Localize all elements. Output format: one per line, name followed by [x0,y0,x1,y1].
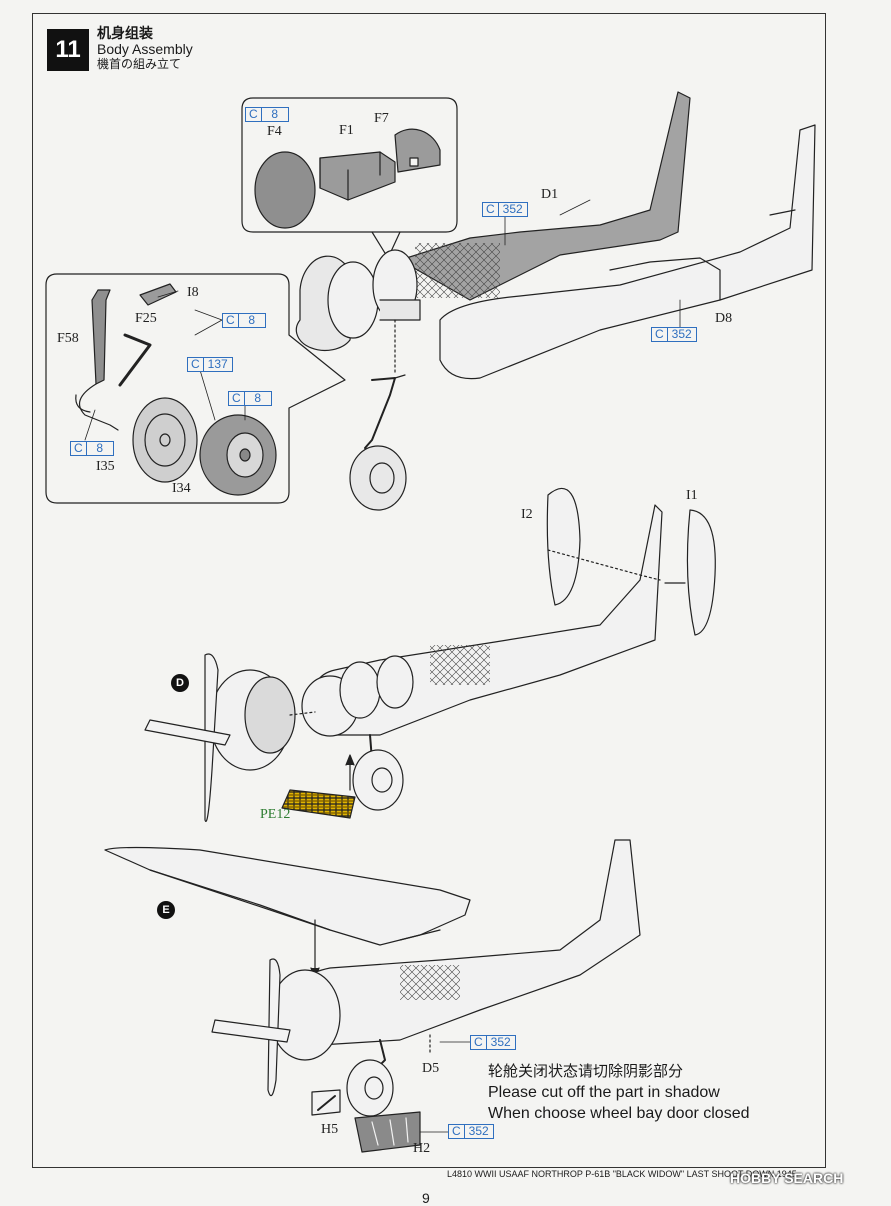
label-f25: F25 [135,311,157,326]
step-title: 机身组装 Body Assembly 機首の組み立て [97,27,193,72]
detail-box-landing-gear [45,273,346,504]
fuselage-upper [295,91,816,380]
fuselage-middle [144,487,716,823]
label-f7: F7 [374,111,389,126]
label-h2: H2 [413,1141,431,1156]
leader-lines [84,199,721,1133]
nose-gear-upper [349,319,407,511]
cut-note: 轮舱关闭状态请切除阴影部分 Please cut off the part in… [488,1061,750,1124]
label-i1: I1 [686,488,698,503]
note-chinese: 轮舱关闭状态请切除阴影部分 [488,1062,684,1080]
title-chinese: 机身组装 [97,26,153,42]
step-number: 11 [47,29,89,71]
watermark: HOBBY SEARCH [730,1170,844,1186]
label-i2: I2 [521,507,533,522]
marker-e: E [157,901,175,919]
label-i35: I35 [96,459,115,474]
note-english-line1: Please cut off the part in shadow [488,1084,720,1101]
label-h5: H5 [321,1122,339,1137]
page-number: 9 [422,1190,430,1206]
instruction-frame [32,13,826,1168]
label-f1: F1 [339,123,354,138]
label-f58: F58 [57,331,79,346]
title-english: Body Assembly [97,41,193,57]
fuselage-lower [211,839,641,1153]
label-i34: I34 [172,481,191,496]
note-english-line2: When choose wheel bay door closed [488,1105,750,1122]
detail-box-cockpit [241,97,458,259]
title-japanese: 機首の組み立て [97,57,182,71]
label-d1: D1 [541,187,559,202]
footer-caption: L4810 WWII USAAF NORTHROP P-61B "BLACK W… [447,1169,797,1179]
label-i8: I8 [187,285,199,300]
label-f4: F4 [267,124,282,139]
label-d5: D5 [422,1061,440,1076]
label-pe12: PE12 [260,807,291,822]
label-d8: D8 [715,311,733,326]
marker-d: D [171,674,189,692]
